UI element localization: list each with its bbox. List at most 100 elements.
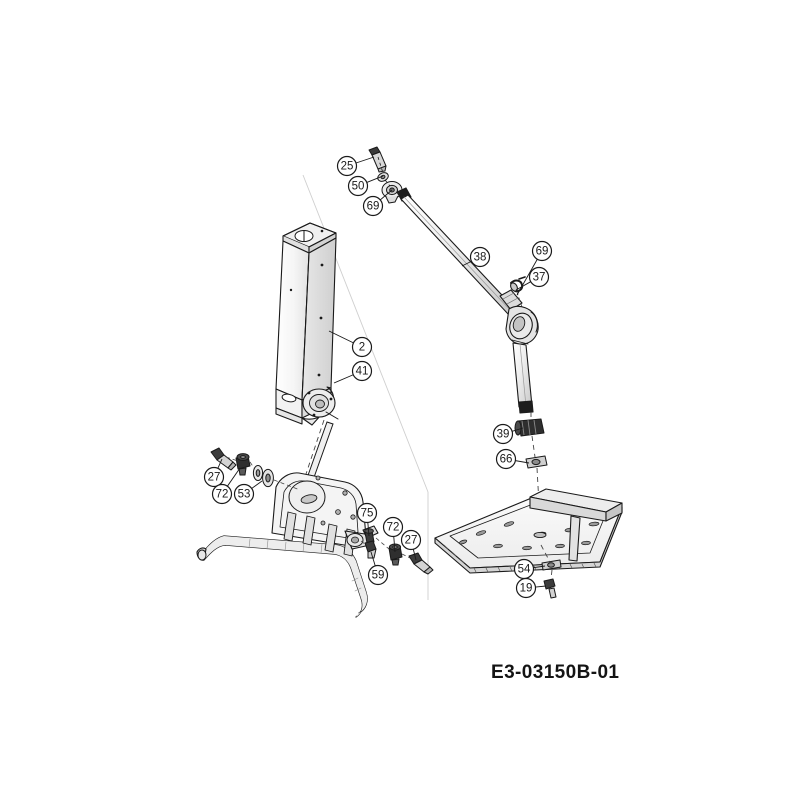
callout-leader-37 — [515, 281, 531, 291]
hardware-mid-group — [514, 412, 548, 541]
bolt-27a — [210, 447, 237, 471]
callout-circle — [528, 266, 550, 288]
callout-leader-27 — [217, 458, 223, 469]
callout-label: 27 — [405, 535, 418, 547]
callout-69b[interactable]: 69 — [531, 240, 553, 262]
callout-circle — [233, 483, 255, 505]
callout-leader-75 — [367, 522, 370, 537]
callout-circle — [382, 516, 404, 538]
frame-bracket-assembly — [196, 472, 379, 618]
callout-label: 69 — [536, 246, 549, 258]
callout-leader-59 — [370, 551, 376, 567]
callout-label: 19 — [520, 583, 533, 595]
knob-39 — [514, 418, 545, 437]
callout-leader-2 — [328, 330, 354, 344]
callout-leader-27 — [412, 549, 417, 561]
callout-label: 53 — [238, 489, 251, 501]
callout-72a[interactable]: 72 — [211, 483, 233, 505]
callout-label: 2 — [359, 342, 365, 354]
callout-circle — [469, 246, 491, 268]
callout-leader-72 — [227, 467, 241, 487]
callout-leader-38 — [461, 260, 472, 267]
callout-label: 38 — [474, 252, 487, 264]
callout-50[interactable]: 50 — [347, 175, 369, 197]
callout-leader-39 — [511, 427, 524, 432]
callout-54[interactable]: 54 — [513, 558, 535, 580]
hardware-lower-group — [360, 528, 434, 575]
callout-66[interactable]: 66 — [495, 448, 517, 470]
spacer-50 — [377, 172, 389, 182]
washer-53 — [252, 465, 274, 488]
callout-leader-53 — [251, 480, 263, 489]
callout-circle — [400, 529, 422, 551]
callout-72b[interactable]: 72 — [382, 516, 404, 538]
pin-75 — [364, 528, 375, 544]
callout-69a[interactable]: 69 — [362, 195, 384, 217]
control-rod-assembly — [396, 187, 539, 414]
callout-leader-54 — [533, 565, 546, 569]
callout-leader-69 — [516, 259, 538, 296]
callout-38[interactable]: 38 — [469, 246, 491, 268]
callout-label: 59 — [372, 570, 385, 582]
callout-label: 41 — [356, 366, 369, 378]
callout-41[interactable]: 41 — [351, 360, 373, 382]
callout-59[interactable]: 59 — [367, 564, 389, 586]
callout-leader-72 — [393, 536, 396, 553]
washer-54 — [541, 559, 562, 571]
callout-leader-66 — [515, 460, 530, 464]
callout-label: 50 — [352, 181, 365, 193]
bolt-59 — [364, 540, 377, 559]
callout-circle — [211, 483, 233, 505]
callout-circle — [351, 360, 373, 382]
hardware-top-group — [368, 146, 403, 204]
bolt-19 — [543, 578, 557, 599]
callout-leader-69 — [379, 189, 393, 201]
callout-37[interactable]: 37 — [528, 266, 550, 288]
callout-label: 37 — [533, 272, 546, 284]
callout-label: 72 — [387, 522, 400, 534]
clip-37 — [510, 276, 526, 293]
diagram-caption: E3-03150B-01 — [491, 662, 619, 683]
callout-circle — [515, 577, 537, 599]
callout-25[interactable]: 25 — [336, 155, 358, 177]
callout-leader-lines — [217, 156, 547, 588]
callout-label: 54 — [518, 564, 531, 576]
callout-leader-19 — [535, 585, 547, 588]
callout-circle — [492, 423, 514, 445]
callout-39[interactable]: 39 — [492, 423, 514, 445]
callout-label: 66 — [500, 454, 513, 466]
callout-53[interactable]: 53 — [233, 483, 255, 505]
callout-circle — [531, 240, 553, 262]
callout-circle — [356, 502, 378, 524]
callout-27a[interactable]: 27 — [203, 466, 225, 488]
callout-leader-41 — [333, 374, 354, 384]
callout-2[interactable]: 2 — [351, 336, 373, 358]
callout-label: 69 — [367, 201, 380, 213]
callout-19[interactable]: 19 — [515, 577, 537, 599]
bolt-27b — [408, 552, 434, 575]
callout-label: 25 — [341, 161, 354, 173]
callout-circle — [203, 466, 225, 488]
bolt-25 — [368, 146, 387, 173]
hardware-bottom-group — [540, 544, 562, 599]
callout-circle — [362, 195, 384, 217]
callout-circle — [367, 564, 389, 586]
discharge-chute-assembly — [275, 222, 339, 426]
callout-circle — [495, 448, 517, 470]
callout-leader-50 — [366, 175, 384, 183]
callout-label: 39 — [497, 429, 510, 441]
bushing-72a — [235, 453, 251, 476]
callout-75[interactable]: 75 — [356, 502, 378, 524]
deck-plate-assembly — [434, 488, 623, 574]
callout-label: 75 — [361, 508, 374, 520]
bushing-72b — [388, 543, 403, 566]
universal-joint-37 — [505, 305, 539, 345]
callout-circle — [336, 155, 358, 177]
callout-circle — [351, 336, 373, 358]
washer-66 — [525, 455, 548, 469]
callout-27b[interactable]: 27 — [400, 529, 422, 551]
hardware-left-group — [210, 447, 301, 491]
